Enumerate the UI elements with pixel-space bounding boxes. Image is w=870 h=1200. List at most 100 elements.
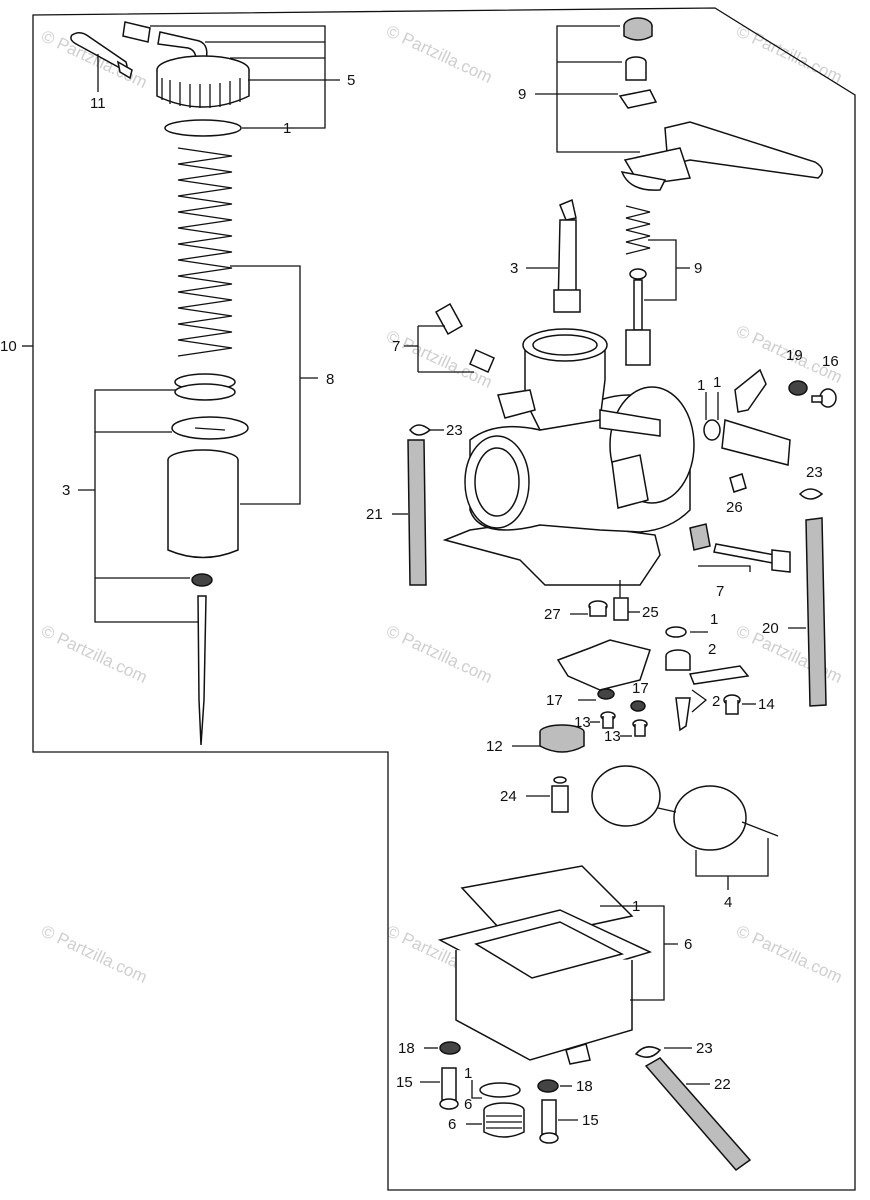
drain-tube-22 xyxy=(644,1057,752,1172)
drain-plug-o-ring xyxy=(479,1082,521,1098)
callout-20: 20 xyxy=(762,620,779,637)
needle-retainer-plate xyxy=(171,416,249,440)
leader-2-needle xyxy=(691,689,708,713)
o-ring-17-right xyxy=(630,700,646,712)
plug-26 xyxy=(729,473,747,493)
pilot-screw-and-spring xyxy=(434,302,495,373)
callout-12: 12 xyxy=(486,738,503,755)
callout-15-b: 15 xyxy=(582,1112,599,1129)
leader-1-fitting xyxy=(705,392,719,420)
watermark: © Partzilla.com xyxy=(383,21,495,87)
leader-1-6-low xyxy=(471,1080,482,1099)
main-jet-holder-25 xyxy=(613,580,629,621)
callout-1-b: 1 xyxy=(713,374,721,391)
callout-1-mid: 1 xyxy=(710,611,718,628)
callout-17-left: 17 xyxy=(546,692,563,709)
starter-plunger xyxy=(625,205,651,366)
assembly-boundary xyxy=(32,7,856,1191)
callout-19: 19 xyxy=(786,347,803,364)
callout-1-bowl: 1 xyxy=(632,898,640,915)
leader-9-top xyxy=(535,25,640,153)
callout-23-left: 23 xyxy=(446,422,463,439)
leader-7-screw xyxy=(404,325,474,373)
callout-7-bolt: 7 xyxy=(716,583,724,600)
lever-cap-nut xyxy=(623,17,653,41)
overflow-tube-21 xyxy=(407,439,427,586)
baffle-12 xyxy=(539,724,585,753)
cable-holder-assembly xyxy=(703,368,791,466)
callout-5: 5 xyxy=(347,72,355,89)
callout-4: 4 xyxy=(724,894,732,911)
lever-washer xyxy=(618,89,658,109)
callout-13-b: 13 xyxy=(604,728,621,745)
watermark: © Partzilla.com xyxy=(38,921,150,987)
watermark: © Partzilla.com xyxy=(733,621,845,687)
leader-1-6-bowl xyxy=(600,905,678,1001)
throttle-lever xyxy=(620,121,824,191)
valve-seat-assembly xyxy=(665,649,750,685)
callout-18-b: 18 xyxy=(576,1078,593,1095)
callout-23-bottom: 23 xyxy=(696,1040,713,1057)
carburetor-body xyxy=(442,328,695,586)
leader-4 xyxy=(695,838,769,890)
callout-26: 26 xyxy=(726,499,743,516)
screw-13-right xyxy=(632,719,648,737)
throttle-slide xyxy=(167,449,239,559)
callout-7-screw: 7 xyxy=(392,338,400,355)
callout-17-right: 17 xyxy=(632,680,649,697)
callout-2-needle: 2 xyxy=(712,693,720,710)
callout-18-a: 18 xyxy=(398,1040,415,1057)
hose-clip-23-left xyxy=(409,424,432,436)
callout-11: 11 xyxy=(90,95,106,112)
callout-6-low: 6 xyxy=(448,1116,456,1133)
needle-clip-spring xyxy=(174,373,236,401)
screw-13-left xyxy=(600,711,616,729)
leader-1-5-group xyxy=(150,25,326,129)
cable-adjuster xyxy=(122,21,208,61)
callout-2-mid: 2 xyxy=(708,641,716,658)
callout-3-slide: 3 xyxy=(62,482,70,499)
callout-1-top: 1 xyxy=(283,120,291,137)
drain-tube-20 xyxy=(805,517,827,707)
callout-24: 24 xyxy=(500,788,517,805)
callout-27: 27 xyxy=(544,606,561,623)
float-valve-gasket xyxy=(556,639,651,691)
throttle-return-spring xyxy=(177,147,233,357)
callout-3-guide: 3 xyxy=(510,260,518,277)
screw-14 xyxy=(723,694,741,715)
callout-15-a: 15 xyxy=(396,1074,413,1091)
watermark: © Partzilla.com xyxy=(733,921,845,987)
bolt-15-a xyxy=(439,1067,459,1110)
callout-23-right: 23 xyxy=(806,464,823,481)
float-valve-needle xyxy=(675,697,691,732)
callout-9-top: 9 xyxy=(518,86,526,103)
leader-5 xyxy=(205,41,340,81)
needle-guide xyxy=(553,198,581,313)
callout-21: 21 xyxy=(366,506,383,523)
float-bowl xyxy=(437,909,653,1065)
washer-18-a xyxy=(439,1041,461,1055)
lever-adjust-screw xyxy=(625,56,647,81)
valve-seat-washer xyxy=(665,626,687,638)
washer-19 xyxy=(788,380,808,396)
callout-8: 8 xyxy=(326,371,334,388)
callout-10: 10 xyxy=(0,338,17,355)
callout-14: 14 xyxy=(758,696,775,713)
pilot-jet-27 xyxy=(588,600,608,617)
jet-needle xyxy=(197,595,207,746)
leader-9-jet xyxy=(644,239,690,301)
o-ring-17-left xyxy=(597,688,615,700)
watermark: © Partzilla.com xyxy=(38,621,150,687)
callout-1-a: 1 xyxy=(697,377,705,394)
callout-6-mid: 6 xyxy=(464,1096,472,1113)
callout-9-jet: 9 xyxy=(694,260,702,277)
washer-18-b xyxy=(537,1079,559,1093)
cap-gasket xyxy=(164,119,242,137)
callout-25: 25 xyxy=(642,604,659,621)
callout-6-bowl: 6 xyxy=(684,936,692,953)
throttle-stop-screw xyxy=(689,523,791,573)
main-jet-24 xyxy=(551,776,569,813)
screw-16 xyxy=(811,388,837,408)
leader-7-bolt xyxy=(698,565,751,572)
